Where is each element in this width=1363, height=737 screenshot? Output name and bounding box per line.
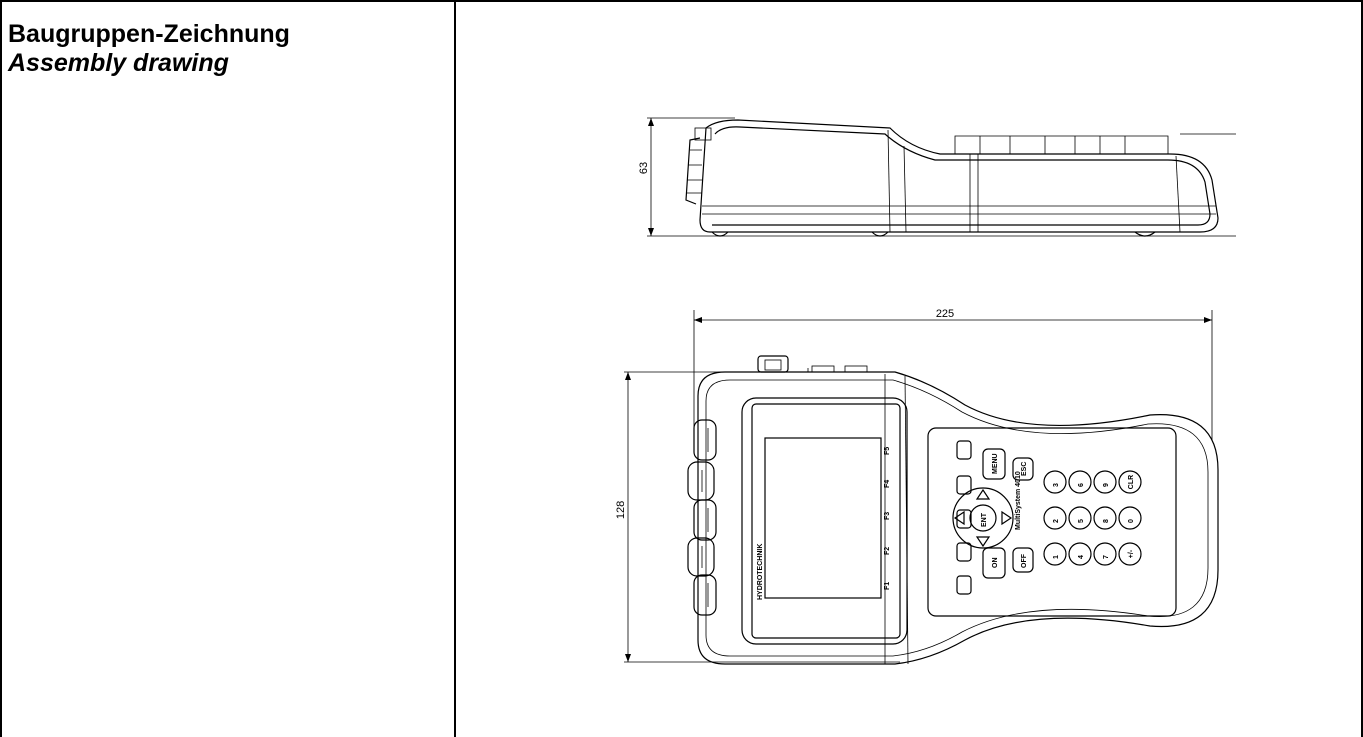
key-5-label: 5 xyxy=(1078,519,1085,523)
key-esc[interactable] xyxy=(1012,457,1034,481)
key-ent[interactable] xyxy=(969,504,997,532)
key-f5[interactable] xyxy=(956,440,972,460)
arrow-right-icon[interactable] xyxy=(1001,510,1013,526)
key-clr-label: CLR xyxy=(1128,475,1135,489)
numeric-key-labels: 3 6 9 CLR 2 5 8 0 1 4 7 +/- xyxy=(1053,475,1135,559)
key-9[interactable] xyxy=(1093,470,1117,494)
key-8[interactable] xyxy=(1093,506,1117,530)
side-view: 63 xyxy=(638,117,1236,237)
arrow-left-icon[interactable] xyxy=(953,510,965,526)
key-7-label: 7 xyxy=(1103,555,1110,559)
key-on-label: ON xyxy=(992,558,999,569)
key-4-label: 4 xyxy=(1078,555,1085,559)
key-on[interactable] xyxy=(982,547,1006,579)
key-7[interactable] xyxy=(1093,542,1117,566)
length-dimension-label: 225 xyxy=(936,308,954,320)
key-f4[interactable] xyxy=(956,475,972,495)
key-clr[interactable] xyxy=(1118,470,1142,494)
connectors xyxy=(687,419,717,616)
top-view: 225 128 HYDROTECHNIK F1 F2 F3 F4 F5 xyxy=(615,308,1219,665)
numeric-keys xyxy=(1043,470,1142,566)
key-off[interactable] xyxy=(1012,547,1034,573)
label-cell: Baugruppen-Zeichnung Assembly drawing xyxy=(8,20,448,78)
key-pm-label: +/- xyxy=(1128,549,1135,558)
key-1[interactable] xyxy=(1043,542,1067,566)
brand-label: HYDROTECHNIK xyxy=(757,544,764,600)
key-6-label: 6 xyxy=(1078,483,1085,487)
key-3[interactable] xyxy=(1043,470,1067,494)
key-pm[interactable] xyxy=(1118,542,1142,566)
key-1-label: 1 xyxy=(1053,555,1060,559)
key-0-label: 0 xyxy=(1128,519,1135,523)
key-ent-label: ENT xyxy=(981,512,988,527)
key-6[interactable] xyxy=(1068,470,1092,494)
nav-ring xyxy=(952,487,1014,549)
column-divider xyxy=(454,0,456,737)
key-5[interactable] xyxy=(1068,506,1092,530)
width-dimension-label: 128 xyxy=(615,501,627,519)
key-menu[interactable] xyxy=(982,448,1006,480)
key-9-label: 9 xyxy=(1103,483,1110,487)
arrow-down-icon[interactable] xyxy=(975,536,991,548)
key-2-label: 2 xyxy=(1053,519,1060,523)
key-0[interactable] xyxy=(1118,506,1142,530)
key-4[interactable] xyxy=(1068,542,1092,566)
fkey-label-f3: F3 xyxy=(884,512,891,520)
fkey-label-f2: F2 xyxy=(884,547,891,555)
key-menu-label: MENU xyxy=(992,453,999,474)
arrow-up-icon[interactable] xyxy=(975,488,991,500)
height-dimension-label: 63 xyxy=(638,162,650,174)
fkey-label-f4: F4 xyxy=(884,480,891,488)
title-german: Baugruppen-Zeichnung xyxy=(8,20,290,48)
key-esc-label: ESC xyxy=(1021,462,1028,476)
title-english: Assembly drawing xyxy=(8,49,229,77)
fkey-label-f5: F5 xyxy=(884,447,891,455)
fkey-label-f1: F1 xyxy=(884,582,891,590)
key-f2[interactable] xyxy=(956,542,972,562)
key-off-label: OFF xyxy=(1021,553,1028,568)
model-label: MultiSystem 4010 xyxy=(1015,471,1022,530)
key-3-label: 3 xyxy=(1053,483,1060,487)
key-f1[interactable] xyxy=(956,575,972,595)
key-2[interactable] xyxy=(1043,506,1067,530)
key-8-label: 8 xyxy=(1103,519,1110,523)
